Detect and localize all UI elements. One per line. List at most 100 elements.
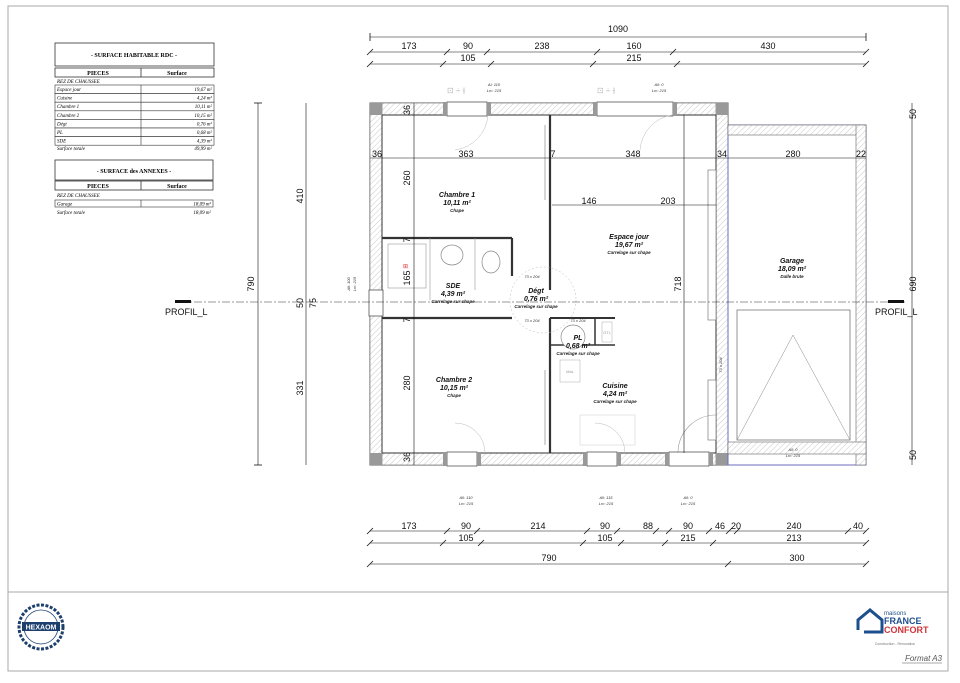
row-surface: 4,24 m² <box>197 96 213 102</box>
dim: 280 <box>402 375 412 390</box>
dim: 173 <box>401 521 416 531</box>
water-heater <box>560 324 586 350</box>
level-label: REZ DE CHAUSSEE <box>56 194 100 199</box>
building-walls: ⊞ GTL MaL 73 x 204 73 x 204 73 x 204 73 … <box>368 101 867 467</box>
brand-tagline: Construction - Rénovation <box>875 642 916 646</box>
row-surface: 18,09 m² <box>193 202 211 208</box>
dim: 410 <box>295 188 305 203</box>
dimension-tick <box>705 527 713 535</box>
dim: 34 <box>717 149 727 159</box>
dimension-tick <box>652 527 660 535</box>
total-value: 49,99 m² <box>194 146 212 152</box>
room-area: 18,09 m² <box>778 266 807 273</box>
room-labels: Chambre 1 10,11 m² Chape SDE 4,39 m² Car… <box>431 192 806 404</box>
dim: 214 <box>530 521 545 531</box>
dimension-tick <box>862 560 870 568</box>
window-label: Lrc: 215 <box>487 88 502 93</box>
dimensions-top: 1090 173 90 238 160 430 105 215 <box>366 24 870 68</box>
dimension-tick <box>862 60 870 68</box>
level-label: REZ DE CHAUSSEE <box>56 80 100 85</box>
dim: 280 <box>785 149 800 159</box>
brand-line1: FRANCE <box>884 616 922 626</box>
col-pieces: PIECES <box>87 71 109 77</box>
window-label: All: 0 <box>683 495 694 500</box>
kitchen-counter <box>579 414 636 446</box>
dimension-tick <box>661 539 669 547</box>
col-surface: Surface <box>167 184 187 190</box>
row-name: Chambre 1 <box>57 105 79 110</box>
dimension-tick <box>443 527 451 535</box>
sheet-border <box>7 5 949 672</box>
table-row: Espace jour 19,67 m² <box>54 84 215 94</box>
window-symbol-icon: ⊡ ÷ ⫲ <box>597 86 616 95</box>
brand-logo: maisons FRANCE CONFORT Construction - Ré… <box>856 608 943 664</box>
room-name: Dégt <box>528 288 544 295</box>
section-line: PROFIL_L PROFIL_L <box>165 300 918 317</box>
room-area: 4,39 m² <box>440 291 466 298</box>
col-pieces: PIECES <box>87 184 109 190</box>
room-floor: Chape <box>447 393 461 398</box>
dim: 50 <box>295 298 305 308</box>
room-floor: Carrelage sur chape <box>556 351 600 356</box>
row-surface: 19,67 m² <box>194 87 212 93</box>
toilet <box>481 250 501 274</box>
room-name: Espace jour <box>609 234 650 241</box>
dimension-tick <box>669 48 677 56</box>
window-label: All: 100 <box>346 277 351 292</box>
dim-total-width: 1090 <box>608 24 628 34</box>
dim: 36 <box>372 149 382 159</box>
window-label: Lrc: 215 <box>459 501 474 506</box>
dimension-tick <box>439 60 447 68</box>
dimension-tick <box>673 60 681 68</box>
dimension-tick <box>443 48 451 56</box>
row-surface: 4,39 m² <box>197 139 213 145</box>
room-area: 0,68 m² <box>566 343 591 350</box>
table-title: - SURFACE HABITABLE RDC - <box>91 53 177 59</box>
section-label-right: PROFIL_L <box>875 307 918 317</box>
row-name: Dégt <box>56 122 67 127</box>
dimension-tick <box>862 48 870 56</box>
mal-label: MaL <box>566 369 575 374</box>
row-name: PL <box>56 131 63 136</box>
dim: 40 <box>853 521 863 531</box>
dimension-tick <box>862 539 870 547</box>
dim: 50 <box>908 109 918 119</box>
window-label: All: 0 <box>788 447 799 452</box>
row-surface: 10,11 m² <box>195 104 213 110</box>
dim: 160 <box>626 41 641 51</box>
washing-machine <box>559 359 581 383</box>
dimension-tick <box>366 48 374 56</box>
dim: 203 <box>660 196 675 206</box>
dim: 331 <box>295 380 305 395</box>
room-name: Chambre 1 <box>439 192 475 199</box>
dimension-tick <box>613 527 621 535</box>
shower-tray <box>387 243 427 289</box>
row-name: Espace jour <box>56 88 81 93</box>
dimension-tick <box>709 539 717 547</box>
window-label: All: 0 <box>654 82 665 87</box>
door-size: 73 x 204 <box>718 357 723 373</box>
dim: 260 <box>402 170 412 185</box>
dim: 105 <box>460 53 475 63</box>
dimension-tick <box>844 527 852 535</box>
window-label: All: 110 <box>458 495 473 500</box>
row-surface: 0,76 m² <box>197 121 213 127</box>
table-row: Dégt 0,76 m² <box>54 119 215 129</box>
dimension-tick <box>439 539 447 547</box>
room-name: Cuisine <box>602 383 627 390</box>
dim: 90 <box>463 41 473 51</box>
window-label: Lrc: 215 <box>681 501 696 506</box>
dim: 215 <box>626 53 641 63</box>
dim: 7 <box>402 317 412 322</box>
door-size: 73 x 204 <box>570 318 586 323</box>
room-floor: Carrelage sur chape <box>514 304 558 309</box>
room-floor: Chape <box>450 208 464 213</box>
dimension-tick <box>665 527 673 535</box>
col-surface: Surface <box>167 71 187 77</box>
dim: 20 <box>731 521 741 531</box>
dim: 215 <box>680 533 695 543</box>
